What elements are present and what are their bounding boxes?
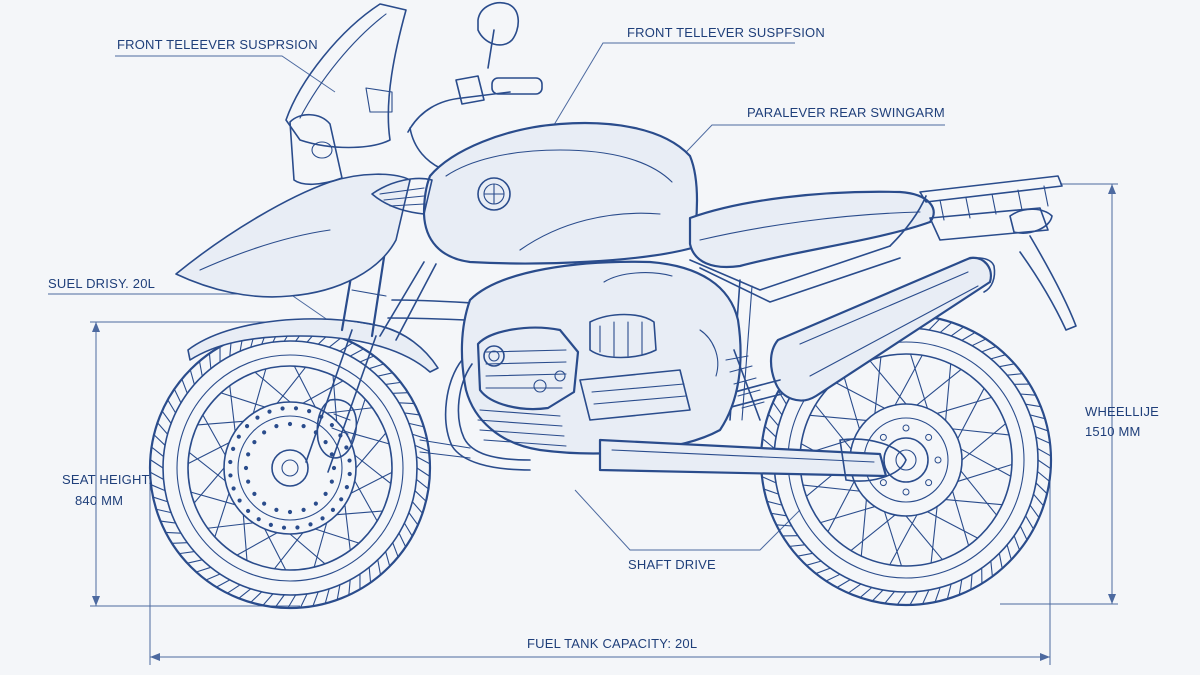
seat-height-value: 840 MM — [75, 493, 124, 508]
dimension-lines — [90, 183, 1118, 665]
swingarm — [419, 359, 907, 482]
fuel-capacity-label: FUEL TANK CAPACITY: 20L — [527, 636, 698, 651]
wheelbase-value: 1510 MM — [1085, 424, 1141, 439]
callout-rear-swingarm: PARALEVER REAR SWINGARM — [747, 105, 945, 120]
front-fairing — [175, 3, 411, 298]
fuel-tank — [371, 121, 699, 265]
callout-front-suspension-left: FRONT TELEEVER SUSPRSION — [117, 37, 318, 52]
rear-rack — [889, 175, 1063, 247]
rear-fender — [1019, 235, 1077, 331]
wheelbase-label: WHEELLIJE — [1085, 404, 1160, 419]
engine — [460, 260, 765, 455]
front-wheel — [148, 326, 432, 610]
callout-shaft-drive: SHAFT DRIVE — [628, 557, 716, 572]
seat — [688, 190, 935, 269]
seat-height-label: SEAT HEIGHT: — [62, 472, 153, 487]
front-fender — [187, 318, 439, 373]
handlebar — [407, 2, 543, 169]
fuel-left-label: SUEL DRISY. 20L — [48, 276, 156, 291]
callout-front-suspension-top: FRONT TELLEVER SUSPFSION — [627, 25, 825, 40]
